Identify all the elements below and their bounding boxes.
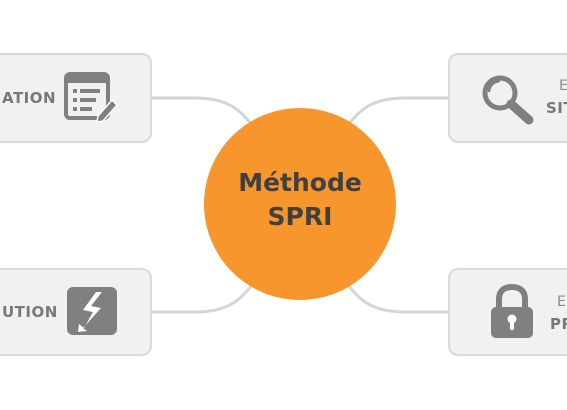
padlock-icon xyxy=(491,284,533,338)
connector-bottom-right xyxy=(346,284,448,314)
center-title-line1: Méthode xyxy=(238,168,362,197)
node-top-right xyxy=(448,53,567,143)
lightning-icon xyxy=(67,287,117,335)
node-bottom-right-label-line1: E xyxy=(557,294,566,310)
center-title: Méthode SPRI xyxy=(204,166,396,234)
node-top-left-label: ATION xyxy=(2,89,57,107)
node-bottom-left-label: UTION xyxy=(2,303,58,321)
connector-bottom-left xyxy=(152,284,254,314)
node-bottom-right-label-line2: PR xyxy=(550,315,567,333)
center-circle xyxy=(204,108,396,300)
node-top-right-label-line1: E xyxy=(559,78,567,94)
connector-top-right xyxy=(346,96,448,126)
node-top-right-label-line2: SIT xyxy=(546,99,567,117)
connector-top-left xyxy=(152,96,254,126)
magnifier-icon xyxy=(482,75,534,125)
checklist-edit-icon xyxy=(64,72,118,123)
center-title-line2: SPRI xyxy=(267,202,333,231)
